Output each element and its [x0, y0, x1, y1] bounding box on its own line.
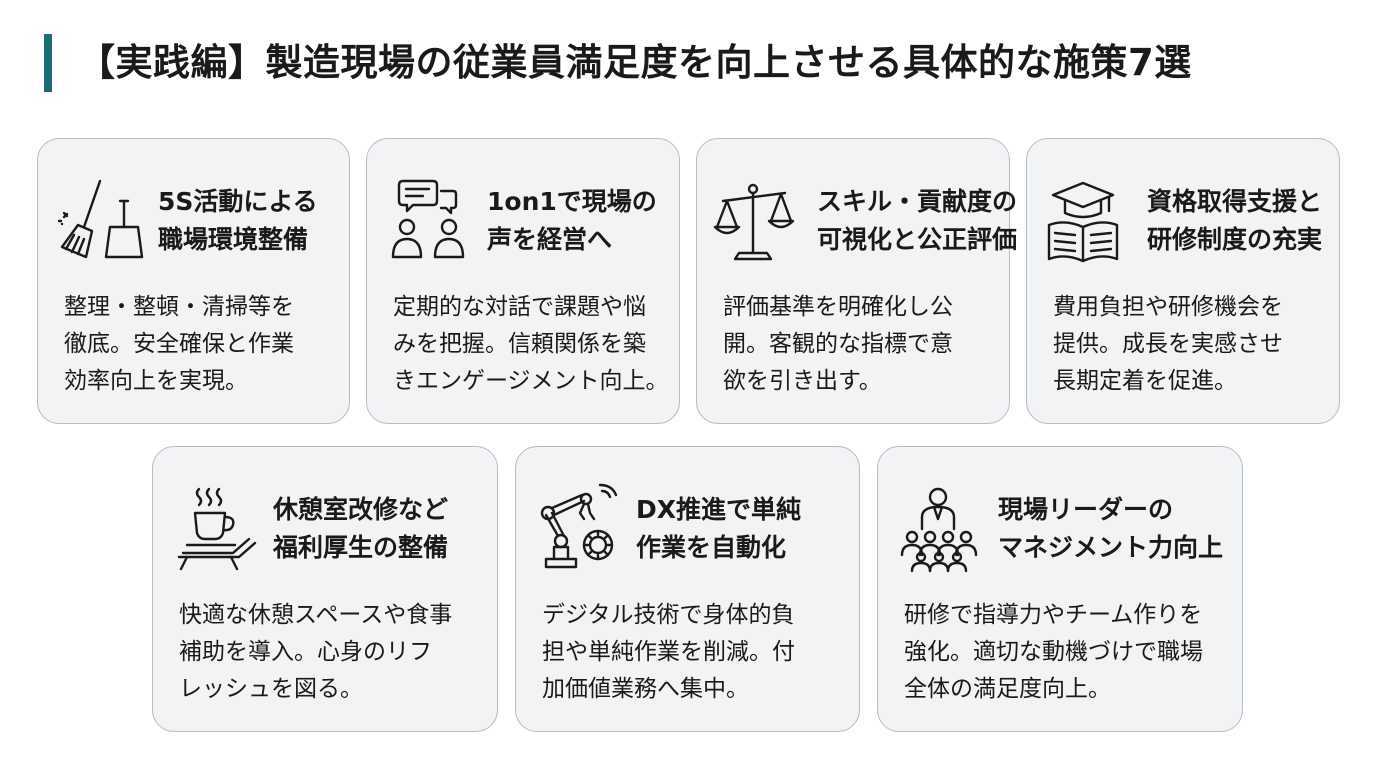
- measure-card-evaluation: スキル・貢献度の 可視化と公正評価 評価基準を明確化し公 開。客観的な指標で意 …: [696, 138, 1018, 424]
- desc-line: 提供。成長を実感させ: [1053, 331, 1283, 357]
- measure-card-5s: 5S活動による 職場環境整備 整理・整頓・清掃等を 徹底。安全確保と作業 効率向…: [37, 138, 350, 424]
- desc-line: 徹底。安全確保と作業: [64, 331, 294, 357]
- broom-dustpan-icon: [54, 175, 150, 267]
- balance-scale-icon: [713, 175, 809, 267]
- title-accent-bar: [44, 34, 52, 92]
- card-title-line2: 声を経営へ: [487, 225, 613, 254]
- desc-line: レッシュを図る。: [179, 676, 363, 702]
- desc-line: 整理・整頓・清掃等を: [64, 294, 294, 320]
- desc-line: 全体の満足度向上。: [904, 676, 1111, 702]
- measure-card-1on1: 1on1で現場の 声を経営へ 定期的な対話で課題や悩 みを把握。信頼関係を築 き…: [366, 138, 680, 424]
- page-title: 【実践編】製造現場の従業員満足度を向上させる具体的な施策7選: [78, 41, 1192, 84]
- measure-card-welfare: 休憩室改修など 福利厚生の整備 快適な休憩スペースや食事 補助を導入。心身のリフ…: [152, 446, 498, 732]
- card-title-line2: 可視化と公正評価: [817, 225, 1018, 254]
- card-title-line2: 福利厚生の整備: [273, 533, 449, 562]
- desc-line: 定期的な対話で課題や悩: [393, 294, 646, 320]
- desc-line: 担や単純作業を削減。付: [542, 639, 795, 665]
- robot-arm-gear-icon: [532, 483, 628, 575]
- card-title-line1: 現場リーダーの: [998, 495, 1174, 524]
- desc-line: みを把握。信頼関係を築: [393, 331, 646, 357]
- card-title-line2: 職場環境整備: [158, 225, 309, 254]
- coffee-lounge-icon: [169, 483, 265, 575]
- desc-line: 費用負担や研修機会を: [1053, 294, 1283, 320]
- measure-card-training: 資格取得支援と 研修制度の充実 費用負担や研修機会を 提供。成長を実感させ 長期…: [1026, 138, 1340, 424]
- card-title-line1: 資格取得支援と: [1147, 187, 1323, 216]
- desc-line: 開。客観的な指標で意: [723, 331, 953, 357]
- desc-line: 評価基準を明確化し公: [723, 294, 953, 320]
- card-description: 快適な休憩スペースや食事 補助を導入。心身のリフ レッシュを図る。: [179, 597, 493, 708]
- card-title-line1: 5S活動による: [158, 187, 318, 216]
- desc-line: 研修で指導力やチーム作りを: [904, 602, 1203, 628]
- card-title-line2: 作業を自動化: [636, 533, 787, 562]
- card-description: 定期的な対話で課題や悩 みを把握。信頼関係を築 きエンゲージメント向上。: [393, 289, 675, 400]
- card-description: 費用負担や研修機会を 提供。成長を実感させ 長期定着を促進。: [1053, 289, 1335, 400]
- chat-people-icon: [383, 175, 479, 267]
- card-title-line1: 1on1で現場の: [487, 187, 657, 216]
- card-description: 評価基準を明確化し公 開。客観的な指標で意 欲を引き出す。: [723, 289, 1005, 400]
- card-title-line1: DX推進で単純: [636, 495, 802, 524]
- card-description: 整理・整頓・清掃等を 徹底。安全確保と作業 効率向上を実現。: [64, 289, 345, 400]
- desc-line: 長期定着を促進。: [1053, 368, 1237, 394]
- measure-card-leadership: 現場リーダーの マネジメント力向上 研修で指導力やチーム作りを 強化。適切な動機…: [877, 446, 1243, 732]
- desc-line: 強化。適切な動機づけで職場: [904, 639, 1203, 665]
- card-title-line2: 研修制度の充実: [1147, 225, 1323, 254]
- card-title-line1: 休憩室改修など: [273, 495, 449, 524]
- desc-line: きエンゲージメント向上。: [393, 368, 669, 394]
- card-description: デジタル技術で身体的負 担や単純作業を削減。付 加価値業務へ集中。: [542, 597, 855, 708]
- desc-line: 加価値業務へ集中。: [542, 676, 749, 702]
- desc-line: 快適な休憩スペースや食事: [179, 602, 453, 628]
- desc-line: 欲を引き出す。: [723, 368, 882, 394]
- measure-card-dx: DX推進で単純 作業を自動化 デジタル技術で身体的負 担や単純作業を削減。付 加…: [515, 446, 860, 732]
- desc-line: 効率向上を実現。: [64, 368, 248, 394]
- desc-line: 補助を導入。心身のリフ: [179, 639, 432, 665]
- desc-line: デジタル技術で身体的負: [542, 602, 795, 628]
- card-title-line2: マネジメント力向上: [998, 533, 1224, 562]
- graduation-book-icon: [1043, 175, 1139, 267]
- leader-team-icon: [894, 483, 990, 575]
- card-title-line1: スキル・貢献度の: [817, 187, 1018, 216]
- card-description: 研修で指導力やチーム作りを 強化。適切な動機づけで職場 全体の満足度向上。: [904, 597, 1238, 708]
